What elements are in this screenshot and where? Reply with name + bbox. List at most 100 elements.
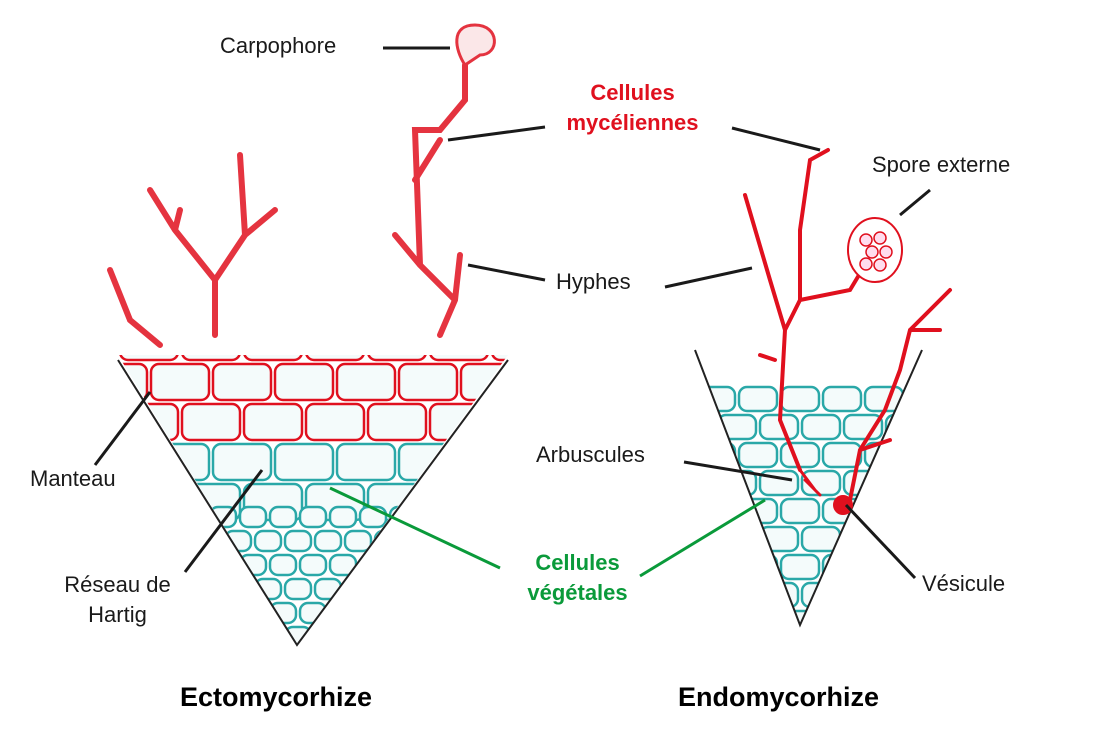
plant-cell (133, 625, 163, 645)
plant-cell (208, 601, 238, 625)
plant-cell (273, 362, 335, 402)
plant-cell (448, 601, 478, 625)
plant-cell (273, 442, 335, 482)
plant-cell (695, 581, 716, 609)
plant-cell (149, 442, 211, 482)
plant-cell (118, 505, 148, 529)
plant-cell (884, 581, 922, 609)
plant-cell (304, 355, 366, 362)
plant-cell (779, 497, 821, 525)
plant-cell (459, 362, 508, 402)
plant-cell (223, 529, 253, 553)
plant-cell (800, 581, 842, 609)
plant-cell (358, 553, 388, 577)
plant-cell (300, 651, 326, 671)
plant-cell (163, 529, 193, 553)
plant-cell (463, 577, 493, 601)
plant-cell (268, 505, 298, 529)
plant-cell-leader-lines (329, 486, 766, 578)
endo-hyphae (743, 148, 952, 515)
plant-cell (428, 482, 490, 522)
plant-cell (779, 553, 821, 581)
label-line: Cellules (535, 550, 620, 575)
plant-cell (510, 651, 536, 671)
plant-cell (313, 577, 343, 601)
plant-cell (118, 355, 180, 362)
plant-cell (268, 553, 298, 577)
plant-cell (180, 651, 206, 671)
leader-lines (93, 46, 931, 580)
plant-cell (118, 482, 180, 522)
plant-cell (298, 553, 328, 577)
plant-cell (211, 362, 273, 402)
plant-cell (180, 402, 242, 442)
plant-cell (800, 413, 842, 441)
plant-cell (842, 581, 884, 609)
plant-cell (695, 441, 737, 469)
plant-cell (335, 362, 397, 402)
plant-cell (758, 525, 800, 553)
plant-cell (210, 651, 236, 671)
plant-cell (163, 625, 193, 645)
plant-cell (510, 507, 536, 527)
plant-cell (268, 601, 298, 625)
plant-cell (343, 529, 373, 553)
label-spore-externe: Spore externe (872, 152, 1011, 177)
plant-cell (373, 577, 403, 601)
plant-cell (193, 577, 223, 601)
title-ectomycorhize: Ectomycorhize (180, 682, 373, 712)
plant-cell (253, 625, 283, 645)
plant-cell (884, 469, 922, 497)
plant-cell (397, 362, 459, 402)
label-carpophore: Carpophore (220, 33, 337, 58)
ecto-hyphae (107, 23, 496, 348)
plant-cell (388, 553, 418, 577)
label-line: Cellules (590, 80, 675, 105)
plant-cell (149, 362, 211, 402)
plant-cell (118, 362, 149, 402)
plant-cell (433, 625, 463, 645)
label-arbuscules: Arbuscules (536, 442, 645, 467)
plant-cell (242, 355, 304, 362)
plant-cell (211, 442, 273, 482)
plant-cell (343, 577, 373, 601)
plant-cell (737, 441, 779, 469)
plant-cell (695, 469, 716, 497)
label-line: Hartig (88, 602, 147, 627)
plant-cell (240, 651, 266, 671)
plant-cell (358, 601, 388, 625)
plant-cell (821, 385, 863, 413)
plant-cell (343, 625, 373, 645)
plant-cell (180, 355, 242, 362)
plant-cell (418, 553, 448, 577)
plant-cell (270, 651, 296, 671)
plant-cell (779, 441, 821, 469)
plant-cell (358, 505, 388, 529)
plant-cell (298, 601, 328, 625)
plant-cell (253, 577, 283, 601)
plant-cell (133, 529, 163, 553)
label-hyphes: Hyphes (556, 269, 631, 294)
plant-cell (695, 525, 716, 553)
plant-cell (223, 577, 253, 601)
plant-cell (335, 442, 397, 482)
plant-cell (448, 553, 478, 577)
plant-cell (366, 402, 428, 442)
label-line: végétales (527, 580, 628, 605)
label-cellules-myceliennes: Cellules mycéliennes (540, 78, 725, 138)
plant-cell (821, 609, 863, 625)
plant-cell (304, 402, 366, 442)
plant-cell (193, 625, 223, 645)
title-endomycorhize: Endomycorhize (678, 682, 880, 712)
plant-cell (373, 625, 403, 645)
plant-cell (863, 609, 905, 625)
plant-cell (178, 505, 208, 529)
plant-cell (313, 529, 343, 553)
plant-cell (298, 505, 328, 529)
plant-cell (223, 625, 253, 645)
plant-cell (450, 651, 476, 671)
plant-cell (433, 577, 463, 601)
label-vesicule: Vésicule (922, 571, 1006, 596)
plant-cell (242, 402, 304, 442)
